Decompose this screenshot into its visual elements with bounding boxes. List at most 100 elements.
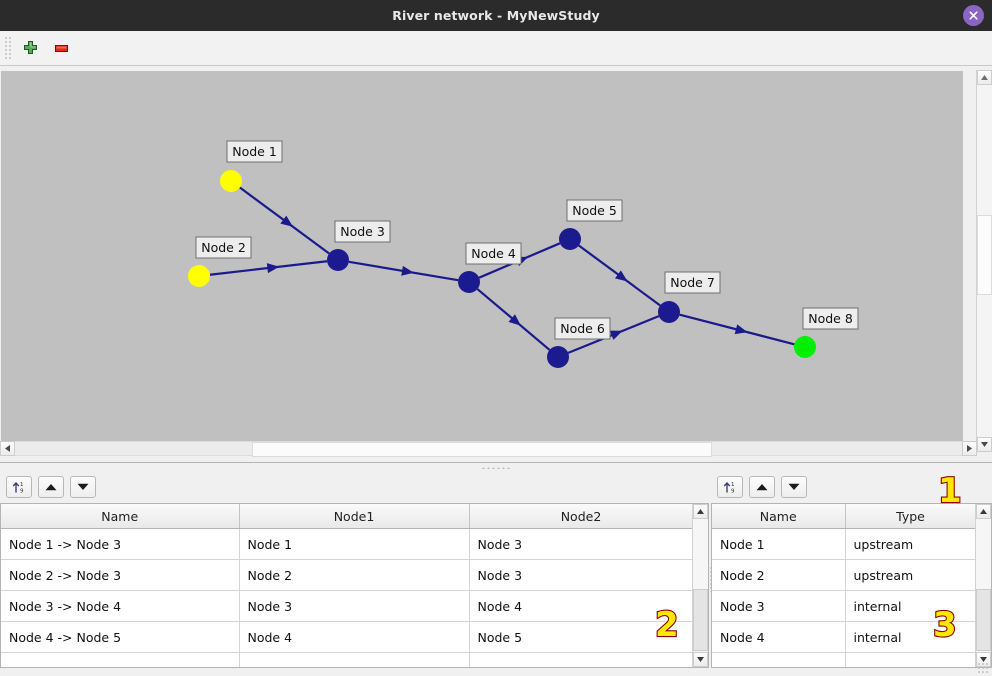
graph-edge-arrow [280,215,293,227]
column-header[interactable]: Name [712,504,846,529]
graph-node[interactable] [188,265,210,287]
node-scroll-up-button[interactable] [976,504,991,519]
graph-node[interactable] [559,228,581,250]
graph-node[interactable] [794,336,816,358]
table-cell[interactable]: Node 1 [712,528,846,560]
node-scroll-thumb[interactable] [976,589,991,651]
graph-node[interactable] [547,346,569,368]
table-cell[interactable]: Node 3 -> Node 4 [1,590,240,622]
table-cell[interactable]: Node 2 [712,559,846,591]
close-button[interactable] [963,5,984,26]
window-resize-grip[interactable] [977,662,989,674]
tables-split-grip[interactable] [709,566,712,592]
graph-node[interactable] [458,271,480,293]
node-sort-button[interactable]: 1 9 [717,475,743,498]
graph-node-label-box[interactable] [664,271,721,294]
scroll-down-button[interactable] [977,437,992,452]
node-move-down-button[interactable] [781,475,807,498]
splitter-grip[interactable] [481,466,511,469]
graph-node[interactable] [220,170,242,192]
table-cell[interactable]: Node 1 -> Node 3 [1,528,240,560]
move-down-icon [77,483,89,490]
table-cell[interactable]: Node 3 [712,590,846,622]
sort-ascending-icon: 1 9 [12,482,24,494]
svg-text:1: 1 [731,482,735,488]
table-cell[interactable]: Node 4 [239,621,470,653]
table-cell[interactable] [712,652,846,667]
scroll-left-button[interactable] [0,441,15,456]
reach-move-up-button[interactable] [38,475,64,498]
table-cell[interactable]: Node 2 -> Node 3 [1,559,240,591]
table-cell[interactable]: Node 4 [712,621,846,653]
graph-vertical-scrollbar[interactable] [976,70,992,452]
add-node-button[interactable] [16,34,44,62]
table-cell[interactable] [469,652,692,667]
table-cell[interactable]: internal [845,590,975,622]
graph-hscroll-track[interactable] [15,441,962,457]
graph-node-label-box[interactable] [195,236,252,259]
table-cell[interactable]: Node 3 [239,590,470,622]
toolbar-drag-handle[interactable] [3,37,13,59]
table-cell[interactable]: Node 1 [239,528,470,560]
column-header[interactable]: Node1 [239,504,470,529]
graph-vscroll-thumb[interactable] [977,215,992,295]
table-cell[interactable]: Node 4 -> Node 5 [1,621,240,653]
table-cell[interactable]: Node 2 [239,559,470,591]
node-scroll-track[interactable] [976,519,991,652]
graph-node-label-box[interactable] [554,317,611,340]
table-cell[interactable]: upstream [845,528,975,560]
table-cell[interactable] [239,652,470,667]
reach-sort-button[interactable]: 1 9 [6,475,32,498]
remove-node-button[interactable] [47,34,75,62]
graph-node-label-box[interactable] [802,307,859,330]
column-header[interactable]: Type [845,504,975,529]
graph-node-label-box[interactable] [566,199,623,222]
reach-scroll-up-button[interactable] [693,504,708,519]
scroll-right-button[interactable] [962,441,977,456]
scroll-up-button[interactable] [977,70,992,85]
table-cell[interactable] [1,652,240,667]
graph-node[interactable] [327,249,349,271]
graph-node-label-box[interactable] [465,242,522,265]
move-down-icon [788,483,800,490]
reach-move-down-button[interactable] [70,475,96,498]
table-cell[interactable]: Node 4 [469,590,692,622]
reach-scroll-track[interactable] [693,519,708,652]
graph-vscroll-track[interactable] [977,85,992,437]
reach-scroll-thumb[interactable] [693,589,708,651]
graph-node-label-box[interactable] [334,220,391,243]
graph-hscroll-thumb[interactable] [252,442,712,457]
column-header[interactable]: Name [1,504,240,529]
graph-node-label-box[interactable] [226,140,283,163]
column-header[interactable]: Node2 [469,504,692,529]
node-table-scrollbar[interactable] [975,504,991,667]
graph-node[interactable] [658,301,680,323]
table-row-empty[interactable] [712,652,975,667]
table-cell[interactable]: internal [845,621,975,653]
title-bar: River network - MyNewStudy [0,0,992,31]
table-row-empty[interactable] [1,652,692,667]
node-move-up-button[interactable] [749,475,775,498]
table-cell[interactable]: Node 5 [469,621,692,653]
table-cell[interactable] [845,652,975,667]
graph-edge-arrow [734,324,748,335]
reach-table-scrollbar[interactable] [692,504,708,667]
table-cell[interactable]: Node 3 [469,528,692,560]
reach-scroll-down-button[interactable] [693,652,708,667]
table-cell[interactable]: upstream [845,559,975,591]
table-cell[interactable]: Node 3 [469,559,692,591]
graph-horizontal-scrollbar[interactable] [0,441,977,457]
panel-splitter[interactable] [0,462,992,472]
